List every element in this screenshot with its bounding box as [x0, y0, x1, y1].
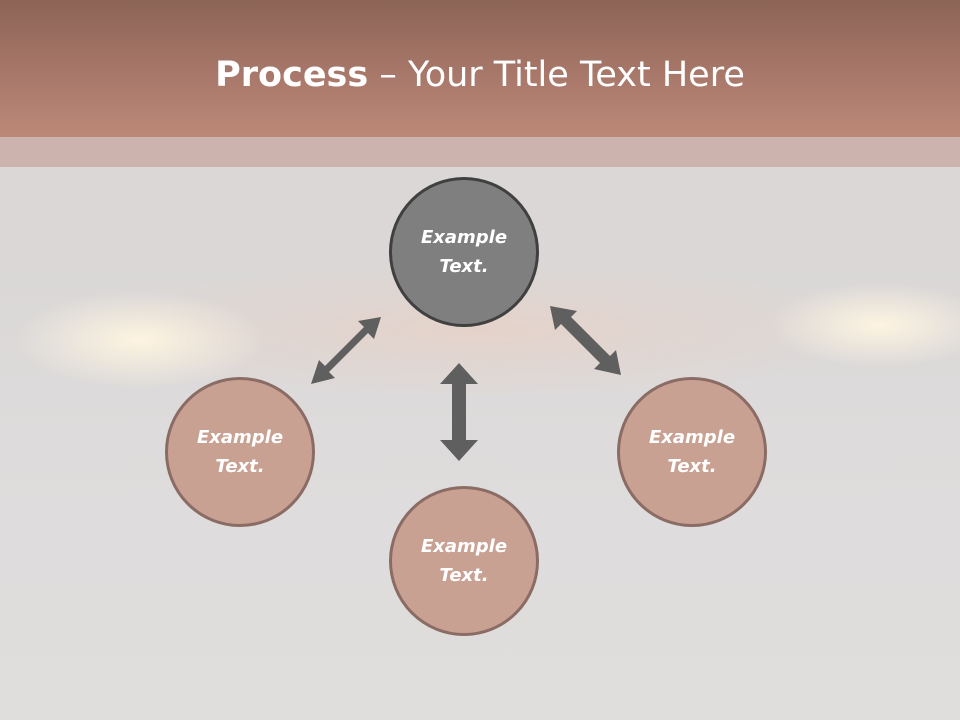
header-band	[0, 0, 960, 137]
node-top-label: Example Text.	[420, 227, 508, 277]
node-right-label: Example Text.	[648, 427, 736, 477]
arrow-top-left	[311, 317, 381, 384]
node-bottom-label: Example Text.	[420, 536, 508, 586]
node-left[interactable]: Example Text.	[165, 377, 315, 527]
title-bold: Process	[215, 55, 369, 95]
title-rest: – Your Title Text Here	[368, 55, 745, 95]
arrow-vertical	[440, 363, 478, 461]
header-stripe	[0, 137, 960, 167]
node-left-label: Example Text.	[196, 427, 284, 477]
arrow-top-right	[550, 306, 621, 375]
node-right[interactable]: Example Text.	[617, 377, 767, 527]
slide-title[interactable]: Process – Your Title Text Here	[0, 52, 960, 98]
node-bottom[interactable]: Example Text.	[389, 486, 539, 636]
node-top[interactable]: Example Text.	[389, 177, 539, 327]
